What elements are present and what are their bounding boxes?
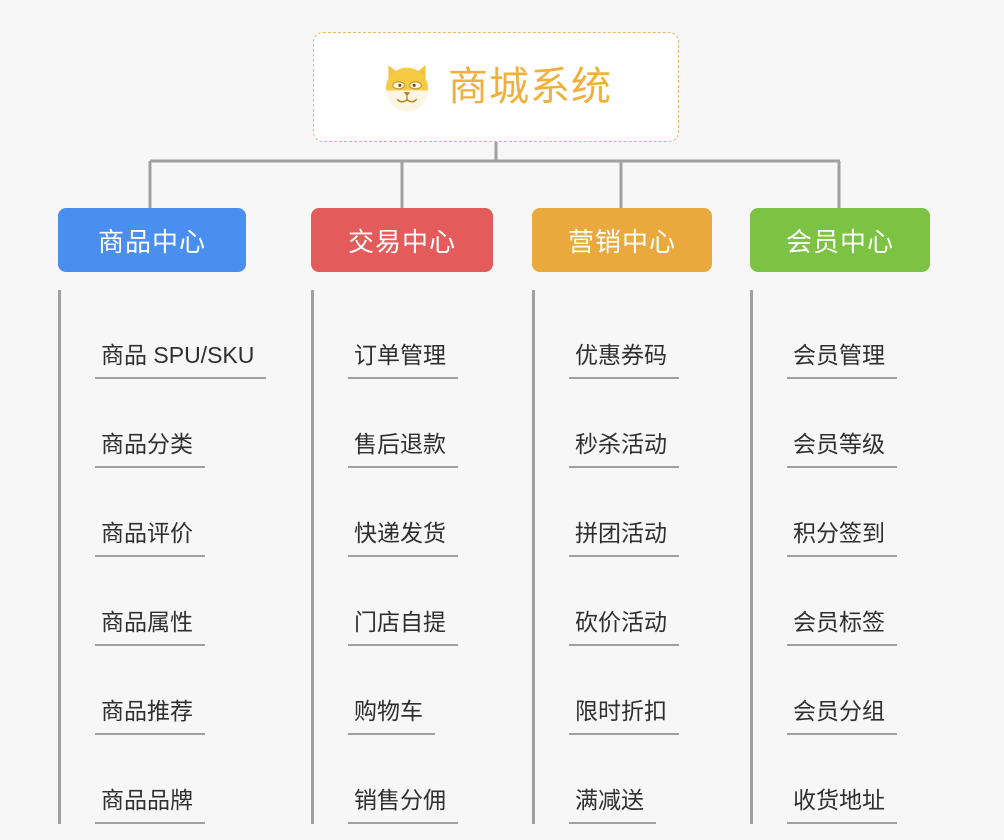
leaf-item-label: 收货地址 — [787, 789, 897, 824]
leaf-item-label: 商品评价 — [95, 522, 205, 557]
leaf-item-label: 会员管理 — [787, 344, 897, 379]
root-node[interactable]: 商城系统 — [313, 32, 679, 142]
leaf-item-label: 商品品牌 — [95, 789, 205, 824]
leaf-item-label: 快递发货 — [348, 522, 458, 557]
leaf-item-label: 积分签到 — [787, 522, 897, 557]
leaf-item[interactable]: 秒杀活动 — [549, 379, 712, 468]
leaf-item[interactable]: 快递发货 — [328, 468, 493, 557]
leaf-list-member-center: 会员管理会员等级积分签到会员标签会员分组收货地址 — [750, 290, 930, 824]
leaf-item-label: 商品推荐 — [95, 700, 205, 735]
leaf-item-label: 优惠券码 — [569, 344, 679, 379]
leaf-item-label: 售后退款 — [348, 433, 458, 468]
leaf-item-label: 砍价活动 — [569, 611, 679, 646]
leaf-item[interactable]: 积分签到 — [767, 468, 930, 557]
leaf-item-label: 限时折扣 — [569, 700, 679, 735]
leaf-item-label: 拼团活动 — [569, 522, 679, 557]
leaf-item-label: 商品分类 — [95, 433, 205, 468]
category-header-label: 营销中心 — [567, 226, 676, 257]
leaf-item[interactable]: 销售分佣 — [328, 735, 493, 824]
category-header-label: 会员中心 — [785, 226, 894, 257]
category-header-label: 交易中心 — [347, 226, 456, 257]
leaf-item-label: 订单管理 — [348, 344, 458, 379]
leaf-item[interactable]: 商品 SPU/SKU — [75, 290, 267, 379]
leaf-item[interactable]: 拼团活动 — [549, 468, 712, 557]
leaf-item[interactable]: 商品推荐 — [75, 646, 246, 735]
leaf-item-label: 满减送 — [569, 789, 656, 824]
leaf-item[interactable]: 满减送 — [549, 735, 712, 824]
leaf-item[interactable]: 门店自提 — [328, 557, 493, 646]
leaf-item[interactable]: 会员管理 — [767, 290, 930, 379]
leaf-item[interactable]: 售后退款 — [328, 379, 493, 468]
category-header-trade-center[interactable]: 交易中心 — [311, 208, 493, 272]
leaf-item[interactable]: 购物车 — [328, 646, 493, 735]
leaf-item[interactable]: 收货地址 — [767, 735, 930, 824]
category-header-member-center[interactable]: 会员中心 — [750, 208, 930, 272]
category-header-label: 商品中心 — [97, 226, 206, 257]
leaf-item-label: 商品 SPU/SKU — [95, 344, 267, 379]
category-header-product-center[interactable]: 商品中心 — [58, 208, 246, 272]
shiba-inu-dog-face-icon — [385, 65, 429, 112]
leaf-list-product-center: 商品 SPU/SKU 商品分类商品评价商品属性商品推荐商品品牌 — [58, 290, 267, 824]
leaf-item-label: 秒杀活动 — [569, 433, 679, 468]
leaf-item[interactable]: 优惠券码 — [549, 290, 712, 379]
leaf-list-marketing-center: 优惠券码秒杀活动拼团活动砍价活动限时折扣满减送 — [532, 290, 712, 824]
category-column-member-center: 会员中心会员管理会员等级积分签到会员标签会员分组收货地址 — [750, 208, 930, 824]
category-header-marketing-center[interactable]: 营销中心 — [532, 208, 712, 272]
leaf-item[interactable]: 商品属性 — [75, 557, 246, 646]
root-title: 商城系统 — [448, 65, 612, 109]
leaf-item-label: 门店自提 — [348, 611, 458, 646]
leaf-item[interactable]: 会员标签 — [767, 557, 930, 646]
leaf-item-label: 会员标签 — [787, 611, 897, 646]
leaf-item-label: 会员分组 — [787, 700, 897, 735]
leaf-item[interactable]: 商品分类 — [75, 379, 246, 468]
leaf-item[interactable]: 订单管理 — [328, 290, 493, 379]
leaf-list-trade-center: 订单管理售后退款快递发货门店自提购物车销售分佣 — [311, 290, 493, 824]
leaf-item-label: 会员等级 — [787, 433, 897, 468]
leaf-item[interactable]: 商品品牌 — [75, 735, 246, 824]
leaf-item-label: 购物车 — [348, 700, 435, 735]
leaf-item[interactable]: 会员等级 — [767, 379, 930, 468]
category-column-marketing-center: 营销中心优惠券码秒杀活动拼团活动砍价活动限时折扣满减送 — [532, 208, 712, 824]
leaf-item[interactable]: 限时折扣 — [549, 646, 712, 735]
leaf-item-label: 商品属性 — [95, 611, 205, 646]
category-column-product-center: 商品中心商品 SPU/SKU 商品分类商品评价商品属性商品推荐商品品牌 — [58, 208, 267, 824]
leaf-item-label: 销售分佣 — [348, 789, 458, 824]
leaf-item[interactable]: 商品评价 — [75, 468, 246, 557]
leaf-item[interactable]: 会员分组 — [767, 646, 930, 735]
category-column-trade-center: 交易中心订单管理售后退款快递发货门店自提购物车销售分佣 — [311, 208, 493, 824]
leaf-item[interactable]: 砍价活动 — [549, 557, 712, 646]
